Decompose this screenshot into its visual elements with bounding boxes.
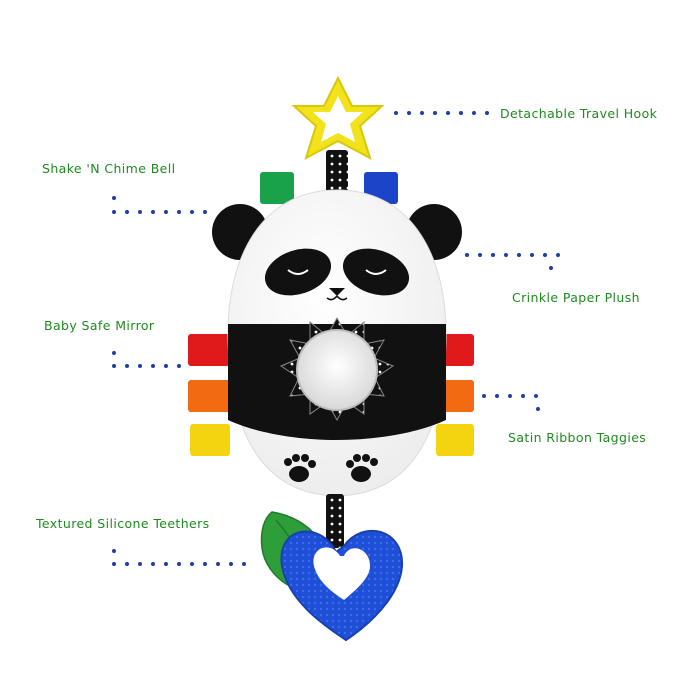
right-eye-patch-icon xyxy=(342,248,410,296)
leader-crinkle-vert xyxy=(549,266,553,270)
leader-teethers xyxy=(112,562,246,566)
callout-teethers: Textured Silicone Teethers xyxy=(36,516,210,531)
leader-mirror xyxy=(112,364,181,368)
callout-taggies: Satin Ribbon Taggies xyxy=(508,430,647,445)
leader-teethers-vert xyxy=(112,549,116,553)
callout-mirror: Baby Safe Mirror xyxy=(44,318,155,333)
baby-safe-mirror-icon xyxy=(296,329,378,411)
heart-teether-icon xyxy=(280,529,404,642)
left-paw-icon xyxy=(284,454,316,482)
leader-chime-bell-vert xyxy=(112,196,116,200)
right-paw-icon xyxy=(346,454,378,482)
left-eye-icon xyxy=(287,269,309,275)
leader-travel-hook xyxy=(394,111,489,115)
leader-taggies-vert xyxy=(536,407,540,411)
ribbon-orange-left-icon xyxy=(188,380,230,412)
right-eye-icon xyxy=(365,269,387,275)
callout-chime-bell: Shake 'N Chime Bell xyxy=(42,161,176,176)
bottom-strap-icon xyxy=(326,494,344,548)
leader-mirror-vert xyxy=(112,351,116,355)
leader-taggies xyxy=(482,394,538,398)
ribbon-red-left-icon xyxy=(188,334,230,366)
ribbon-yellow-left-icon xyxy=(190,424,230,456)
nose-icon xyxy=(329,288,345,296)
callout-crinkle: Crinkle Paper Plush xyxy=(512,290,640,305)
ribbon-yellow-right-icon xyxy=(436,424,474,456)
travel-hook-icon xyxy=(291,75,385,161)
mouth-icon xyxy=(326,295,348,301)
leader-crinkle xyxy=(465,253,560,257)
left-eye-patch-icon xyxy=(264,248,332,296)
leader-chime-bell xyxy=(112,210,207,214)
ribbon-green-icon xyxy=(260,172,294,204)
callout-travel-hook: Detachable Travel Hook xyxy=(500,106,658,121)
